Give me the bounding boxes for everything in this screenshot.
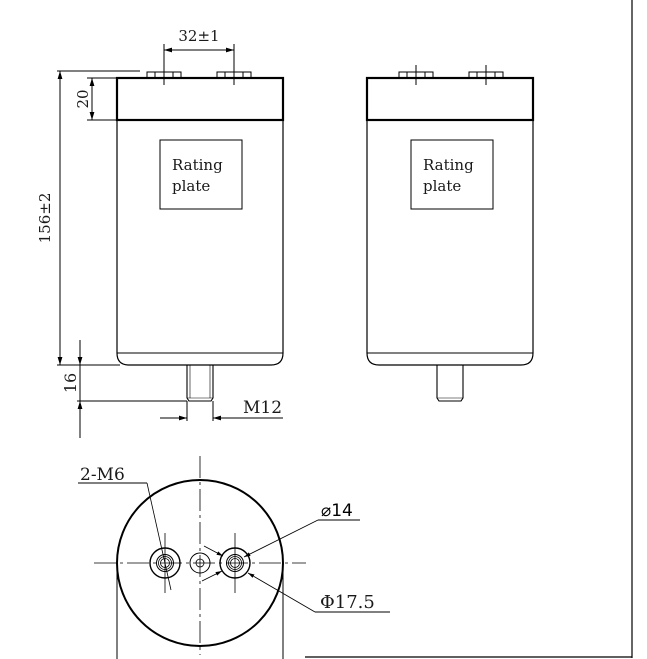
side-view (365, 65, 535, 402)
total-height-label: 156±2 (36, 193, 54, 244)
dimension-lines (57, 44, 283, 438)
stud-length-label: 16 (61, 373, 80, 393)
terminal-outer-diameter-label: Φ17.5 (320, 592, 375, 613)
side-rating-plate-label-line1: Rating (423, 156, 474, 174)
terminal-spacing-label: 32±1 (178, 27, 219, 45)
rating-plate-label-line1: Rating (172, 156, 223, 174)
terminal-diameter-label: ⌀14 (321, 501, 353, 521)
stud-thread-label: M12 (243, 398, 282, 418)
front-view (115, 71, 285, 402)
top-view (78, 456, 390, 659)
rating-plate-label-line2: plate (172, 177, 210, 195)
terminal-thread-label: 2-M6 (80, 465, 125, 485)
side-rating-plate-label-line2: plate (423, 177, 461, 195)
cap-height-label: 20 (74, 89, 92, 108)
